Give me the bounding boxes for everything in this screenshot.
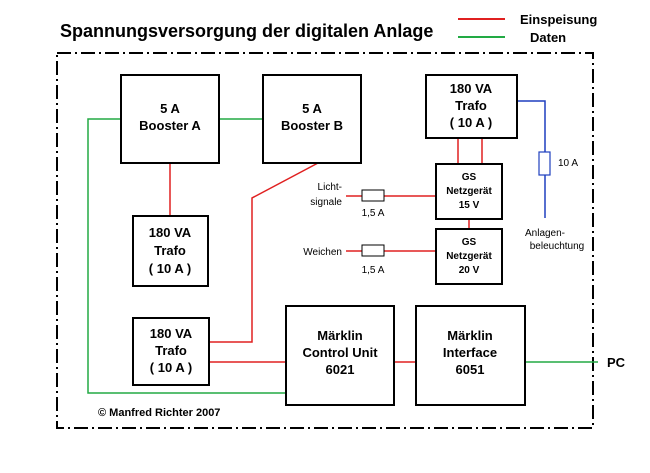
fuse-lighting-label: 10 A	[558, 158, 578, 169]
trafo-mid-left-line-3: ( 10 A )	[149, 261, 191, 276]
legend-supply-label: Einspeisung	[520, 12, 597, 27]
trafo-mid-left-line-1: 180 VA	[149, 225, 192, 240]
system-frame	[56, 52, 594, 429]
trafo-top-right-line-1: 180 VA	[450, 81, 493, 96]
gs-20v-line-2: Netzgerät	[446, 251, 492, 262]
control-unit-block: Märklin Control Unit 6021	[285, 305, 395, 406]
data-wire-booster-control	[87, 118, 286, 394]
control-unit-line-2: Control Unit	[302, 345, 378, 360]
gs-15v-line-3: 15 V	[459, 200, 480, 211]
interface-line-1: Märklin	[447, 328, 493, 343]
gs-15v-line-1: GS	[462, 172, 477, 183]
trafo-bottom-left-line-1: 180 VA	[150, 326, 193, 341]
interface-line-2: Interface	[443, 345, 497, 360]
booster-b-line-1: 5 A	[302, 101, 322, 116]
fuse-signals-label: 1,5 A	[362, 208, 385, 219]
anlagenbeleuchtung-label-1: Anlagen-	[525, 228, 565, 239]
supply-wire-booster-b	[209, 162, 319, 343]
control-unit-line-3: 6021	[326, 362, 355, 377]
booster-b-line-2: Booster B	[281, 118, 343, 133]
trafo-top-right-line-2: Trafo	[455, 98, 487, 113]
booster-a-block: 5 A Booster A	[120, 74, 220, 164]
fuse-lighting	[538, 151, 551, 176]
trafo-top-right-line-3: ( 10 A )	[450, 115, 492, 130]
control-unit-line-1: Märklin	[317, 328, 363, 343]
trafo-bottom-left-block: 180 VA Trafo ( 10 A )	[132, 317, 210, 386]
interface-line-3: 6051	[456, 362, 485, 377]
booster-b-block: 5 A Booster B	[262, 74, 362, 164]
diagram-title: Spannungsversorgung der digitalen Anlage	[60, 21, 433, 41]
pc-label: PC	[607, 355, 626, 370]
gs-15v-block: GS Netzgerät 15 V	[435, 163, 503, 220]
lighting-wire-top	[517, 100, 546, 152]
copyright-text: © Manfred Richter 2007	[98, 407, 220, 419]
trafo-bottom-left-line-3: ( 10 A )	[150, 360, 192, 375]
fuse-points	[361, 244, 385, 257]
trafo-top-right-block: 180 VA Trafo ( 10 A )	[425, 74, 518, 139]
booster-a-line-2: Booster A	[139, 118, 201, 133]
lichtsignale-label-1: Licht-	[318, 182, 342, 193]
fuse-signals	[361, 189, 385, 202]
booster-a-line-1: 5 A	[160, 101, 180, 116]
interface-block: Märklin Interface 6051	[415, 305, 526, 406]
lichtsignale-label-2: signale	[310, 197, 342, 208]
legend-data-label: Daten	[530, 30, 566, 45]
weichen-label: Weichen	[303, 247, 342, 258]
trafo-mid-left-block: 180 VA Trafo ( 10 A )	[132, 215, 209, 287]
gs-15v-line-2: Netzgerät	[446, 186, 492, 197]
fuse-points-label: 1,5 A	[362, 265, 385, 276]
trafo-mid-left-line-2: Trafo	[154, 243, 186, 258]
anlagenbeleuchtung-label-2: beleuchtung	[530, 241, 585, 252]
trafo-bottom-left-line-2: Trafo	[155, 343, 187, 358]
gs-20v-block: GS Netzgerät 20 V	[435, 228, 503, 285]
gs-20v-line-3: 20 V	[459, 265, 480, 276]
gs-20v-line-1: GS	[462, 237, 477, 248]
